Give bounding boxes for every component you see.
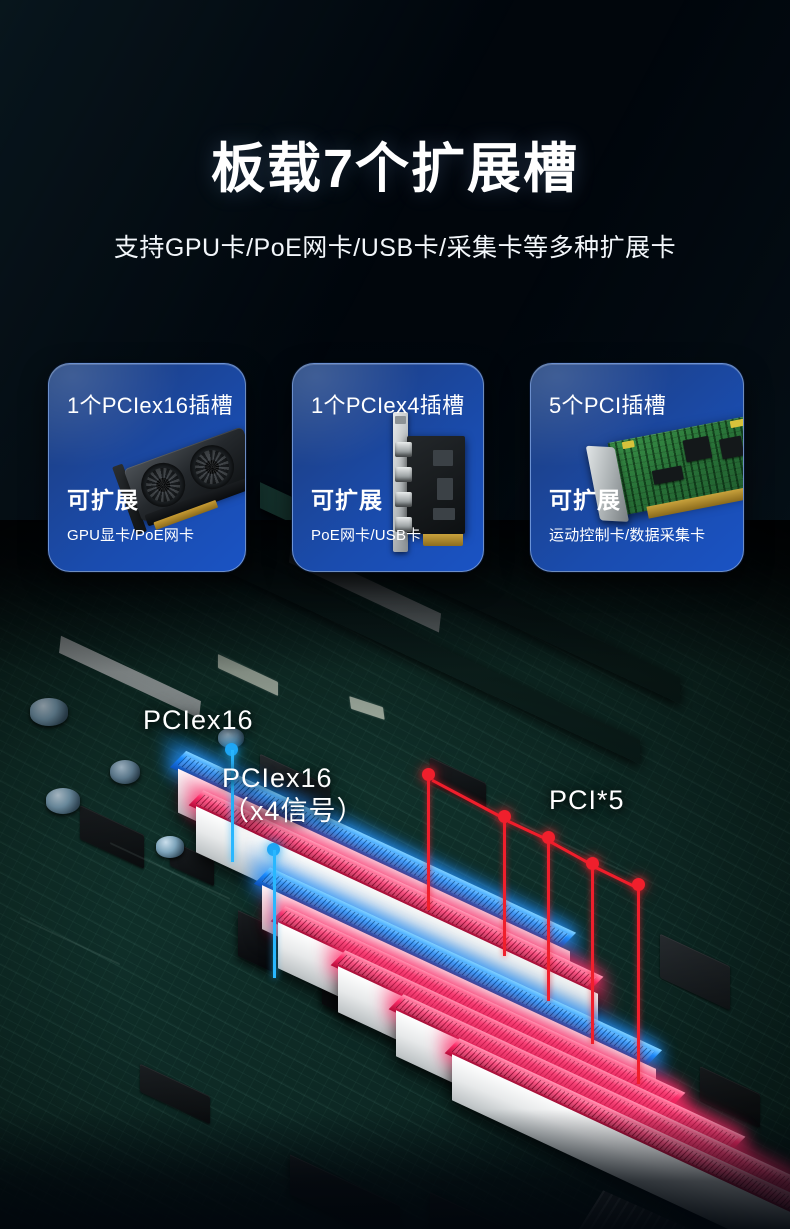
callout-line-pcie-x16-x4: [273, 850, 276, 978]
callout-label-pci5: PCI*5: [549, 785, 625, 815]
callout-label-pcie-x16-x4: PCIex16 （x4信号）: [222, 762, 365, 828]
card-expandable-label: 可扩展: [67, 487, 139, 513]
callout-drop-pci-5: [637, 888, 640, 1084]
callout-label-line1: PCIex16: [222, 763, 333, 793]
page-subtitle: 支持GPU卡/PoE网卡/USB卡/采集卡等多种扩展卡: [113, 234, 677, 262]
callout-drop-pci-1: [427, 778, 430, 910]
callout-drop-pci-3: [547, 841, 550, 1001]
callout-dot-pci-3: [542, 831, 555, 844]
callout-dot-pci-1: [422, 768, 435, 781]
card-title: 1个PCIex4插槽: [311, 393, 465, 418]
callout-dot-pcie-x16: [225, 743, 238, 756]
card-expandable-label: 可扩展: [549, 487, 621, 513]
card-description: GPU显卡/PoE网卡: [67, 527, 195, 544]
callout-dot-pci-5: [632, 878, 645, 891]
gpu-graphics-card-image: [112, 417, 245, 541]
callout-line-pcie-x16: [231, 750, 234, 862]
card-expandable-label: 可扩展: [311, 487, 383, 513]
feature-card-pcie-x16[interactable]: 1个PCIex16插槽 可扩展 GPU显卡/PoE网卡: [48, 363, 246, 572]
callout-dot-pcie-x16-x4: [267, 843, 280, 856]
callout-drop-pci-4: [591, 866, 594, 1044]
callout-label-pcie-x16: PCIex16: [143, 705, 254, 735]
callout-dot-pci-2: [498, 810, 511, 823]
callout-label-line2: （x4信号）: [222, 795, 365, 826]
page-title: 板载7个扩展槽: [210, 139, 580, 199]
callout-drop-pci-2: [503, 820, 506, 956]
card-title: 1个PCIex16插槽: [67, 393, 233, 418]
callout-dot-pci-4: [586, 857, 599, 870]
feature-card-list: 1个PCIex16插槽 可扩展 GPU显卡/PoE网卡 1个PCIex4插槽 可…: [0, 363, 790, 575]
feature-card-pcie-x4[interactable]: 1个PCIex4插槽 可扩展 PoE网卡/USB卡: [292, 363, 484, 572]
card-title: 5个PCI插槽: [549, 393, 667, 418]
feature-card-pci[interactable]: 5个PCI插槽 可扩展 运动控制卡/数据采集卡: [530, 363, 744, 572]
card-description: PoE网卡/USB卡: [311, 527, 422, 544]
card-description: 运动控制卡/数据采集卡: [549, 527, 706, 544]
